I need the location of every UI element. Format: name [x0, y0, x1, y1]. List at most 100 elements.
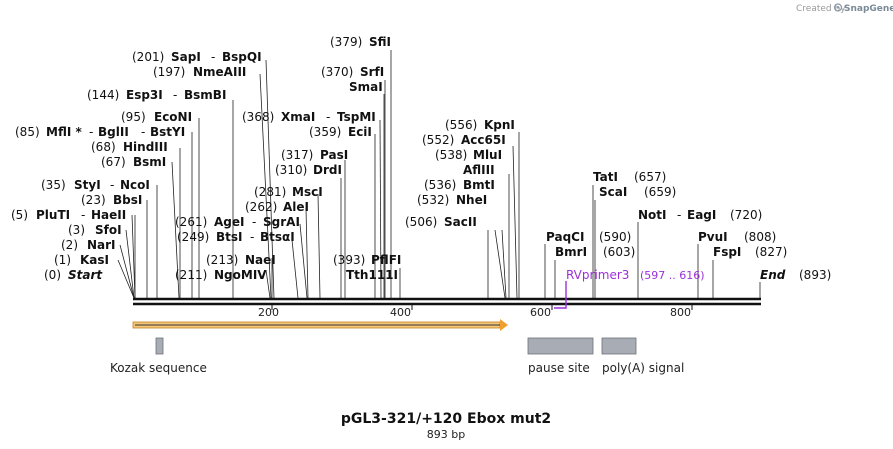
leader-line — [494, 229, 506, 299]
site-label-nari[interactable]: (2) NarI — [61, 238, 116, 252]
feature-label: Kozak sequence — [110, 361, 207, 375]
leader-line — [119, 244, 135, 299]
site-label-agei-sgrai[interactable]: (261) AgeI - SgrAI — [175, 215, 300, 229]
site-position: (310) — [275, 163, 307, 177]
site-label-bmti[interactable]: (536) BmtI — [424, 178, 495, 192]
enzyme-name: Acc65I — [461, 133, 506, 147]
leader-line — [125, 229, 135, 299]
site-label-econi[interactable]: (95) EcoNI — [121, 110, 192, 124]
site-label-afliii-mlui[interactable]: AflIII (538) MluI — [435, 148, 502, 177]
leader-line — [501, 229, 507, 299]
site-label-tati[interactable]: TatI (657) — [593, 170, 666, 184]
site-label-ecii[interactable]: (359) EciI — [309, 125, 372, 139]
site-label-srfi-smai[interactable]: (370) SrfI SmaI — [321, 65, 384, 94]
leader-line — [291, 239, 299, 299]
leader-line — [117, 259, 135, 299]
site-label-alei[interactable]: (262) AleI — [245, 200, 309, 214]
site-position: (657) — [634, 170, 666, 184]
snapgene-brand: SnapGene — [844, 4, 893, 14]
site-label-pvui[interactable]: PvuI (808) — [698, 230, 776, 244]
site-label-bsmi[interactable]: (67) BsmI — [101, 155, 166, 169]
leader-line — [259, 73, 272, 299]
site-label-kpni[interactable]: (556) KpnI — [445, 118, 515, 132]
svg-text:-: - — [252, 215, 256, 229]
site-label-msci[interactable]: (281) MscI — [254, 185, 323, 199]
site-label-pasi[interactable]: (317) PasI — [281, 148, 348, 162]
site-label-bbsi[interactable]: (23) BbsI — [81, 193, 142, 207]
site-label-btsi-btsai[interactable]: (249) BtsI - BtsαI — [177, 230, 295, 244]
leader-line — [512, 145, 518, 299]
leader-line — [131, 214, 136, 299]
enzyme-name: BsmI — [133, 155, 166, 169]
site-label-esp3i-bsmbi[interactable]: (144) Esp3I - BsmBI — [87, 88, 226, 102]
site-label-pflfi-tth111i[interactable]: (393) PflFI Tth111I — [333, 253, 401, 282]
site-position: (532) — [417, 193, 449, 207]
leader-line — [171, 161, 180, 299]
feature-pause-site[interactable]: pause site — [527, 337, 594, 375]
enzyme-name: BmrI — [555, 245, 587, 259]
leader-line — [265, 269, 271, 299]
enzyme-name: NcoI — [120, 178, 150, 192]
site-label-drdi[interactable]: (310) DrdI — [275, 163, 342, 177]
svg-text:-: - — [211, 50, 215, 64]
site-label-hindiii[interactable]: (68) HindIII — [91, 140, 168, 154]
site-label-kasi[interactable]: (1) KasI — [54, 253, 109, 267]
leader-line — [265, 59, 275, 299]
svg-text:-: - — [677, 208, 681, 222]
enzyme-name: KasI — [80, 253, 109, 267]
site-position: (1) — [54, 253, 71, 267]
feature-polya-signal[interactable]: poly(A) signal — [601, 337, 684, 375]
end-position: (893) — [799, 268, 831, 282]
axis-tick-label: 600 — [530, 306, 551, 319]
enzyme-name: SapI — [171, 50, 201, 64]
enzyme-name: MscI — [292, 185, 323, 199]
site-label-sfoi[interactable]: (3) SfoI — [68, 223, 122, 237]
leader-line — [379, 119, 382, 299]
site-label-bmri[interactable]: BmrI (603) — [555, 245, 635, 259]
feature-kozak-sequence[interactable]: Kozak sequence — [110, 337, 207, 375]
svg-text:-: - — [141, 125, 145, 139]
svg-text:-: - — [110, 178, 114, 192]
enzyme-name: BtsαI — [260, 230, 295, 244]
site-label-sapi-bspqi[interactable]: (201) SapI - BspQI — [132, 50, 262, 64]
site-label-xmai-tspmi[interactable]: (368) XmaI - TspMI — [242, 110, 376, 124]
site-label-acc65i[interactable]: (552) Acc65I — [422, 133, 506, 147]
enzyme-name: EcoNI — [154, 110, 192, 124]
site-label-nmeaiii[interactable]: (197) NmeAIII — [153, 65, 246, 79]
enzyme-name: BbsI — [113, 193, 142, 207]
site-position: (281) — [254, 185, 286, 199]
site-position: (393) — [333, 253, 365, 267]
site-label-pluti-haeii[interactable]: (5) PluTI - HaeII — [11, 208, 126, 222]
site-position: (379) — [330, 35, 362, 49]
site-label-ngomiv[interactable]: (211) NgoMIV — [175, 268, 267, 282]
site-label-mfli-bglii-bstyi[interactable]: (85) MflI * - BglII - BstYI — [15, 125, 185, 139]
enzyme-name: SfoI — [95, 223, 122, 237]
site-label-nhei[interactable]: (532) NheI — [417, 193, 487, 207]
svg-text:-: - — [173, 88, 177, 102]
leader-line — [317, 193, 321, 299]
site-label-styi-ncoi[interactable]: (35) StyI - NcoI — [41, 178, 150, 192]
feature-label: poly(A) signal — [602, 361, 684, 375]
site-label-sacii[interactable]: (506) SacII — [405, 215, 477, 229]
site-label-fspi[interactable]: FspI (827) — [713, 245, 787, 259]
site-label-naei[interactable]: (213) NaeI — [206, 253, 276, 267]
primer-rvprimer3[interactable]: RVprimer3 (597 .. 616) — [554, 268, 705, 309]
site-position: (808) — [744, 230, 776, 244]
svg-text:-: - — [326, 110, 330, 124]
enzyme-name: AgeI — [214, 215, 244, 229]
enzyme-name: BmtI — [463, 178, 495, 192]
enzyme-name: EagI — [687, 208, 716, 222]
site-position: (144) — [87, 88, 119, 102]
enzyme-name: ScaI — [599, 185, 627, 199]
orf-arrow[interactable] — [132, 319, 508, 331]
site-label-noti-eagi[interactable]: NotI - EagI (720) — [638, 208, 762, 222]
site-label-sfii[interactable]: (379) SfiI — [330, 35, 391, 49]
site-position: (317) — [281, 148, 313, 162]
site-position: (536) — [424, 178, 456, 192]
end-label: End — [760, 268, 786, 282]
axis-tick-label: 400 — [390, 306, 411, 319]
site-label-paqci[interactable]: PaqCI (590) — [546, 230, 631, 244]
created-by-text: Created by — [796, 4, 846, 14]
enzyme-name: SacII — [444, 215, 477, 229]
site-label-scai[interactable]: ScaI (659) — [599, 185, 676, 199]
